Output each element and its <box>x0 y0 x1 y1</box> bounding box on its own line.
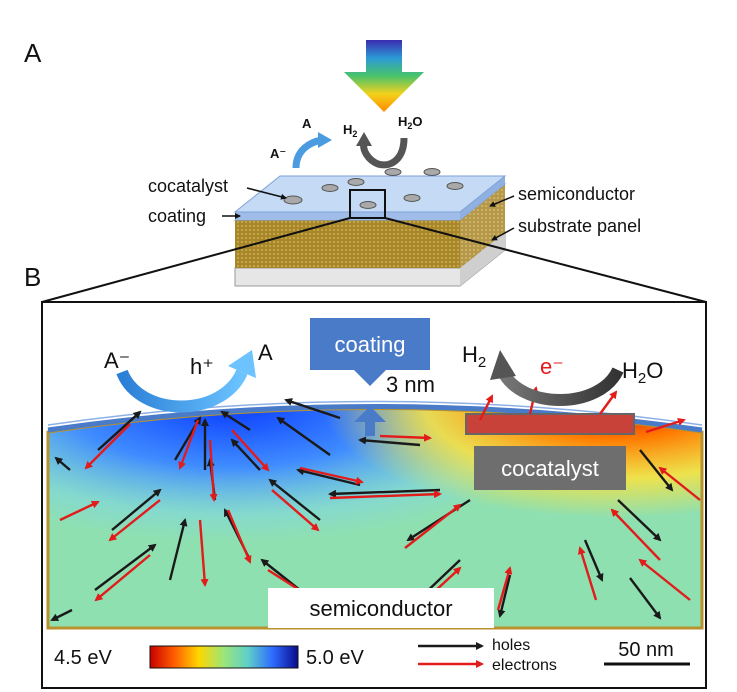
grey-reaction-arc-a <box>360 137 408 169</box>
legend-holes-label: holes <box>492 637 530 654</box>
label-coating-b: coating <box>335 332 406 357</box>
label-cocatalyst-b: cocatalyst <box>501 456 599 481</box>
cocatalyst-disks <box>283 168 464 209</box>
layered-block <box>233 168 507 287</box>
pointer-semiconductor <box>489 195 515 207</box>
thickness-arrow-stem <box>365 420 375 436</box>
colorbar-min-label: 4.5 eV <box>54 647 112 669</box>
zoom-line-left <box>41 217 351 303</box>
legend-electrons-label: electrons <box>492 657 557 674</box>
thickness-arrow-down-icon <box>354 370 386 386</box>
label-a-b: A <box>258 340 273 365</box>
electron-arrows <box>59 386 701 611</box>
label-thickness: 3 nm <box>386 372 435 397</box>
label-a-minus-b: A⁻ <box>104 348 130 373</box>
panel-b-letter: B <box>24 262 41 292</box>
label-substrate-a: substrate panel <box>518 216 641 236</box>
label-cocatalyst-a: cocatalyst <box>148 176 228 196</box>
coating-callout <box>310 318 430 370</box>
reduction-arrowhead-icon <box>490 350 516 380</box>
label-semiconductor-b: semiconductor <box>309 596 452 621</box>
label-h2-b: H2 <box>462 342 486 371</box>
label-h2o-a: H2O <box>398 114 423 131</box>
colorbar-max-label: 5.0 eV <box>306 647 364 669</box>
label-coating-a: coating <box>148 206 206 226</box>
zoom-line-right <box>384 217 707 303</box>
semiconductor-label-box <box>268 588 494 628</box>
label-a-product: A <box>302 116 312 131</box>
zoom-square <box>349 189 386 219</box>
reduction-arc <box>496 366 624 406</box>
oxidation-arc <box>116 369 248 413</box>
label-h2-a: H2 <box>343 122 357 139</box>
coating-side <box>460 176 505 220</box>
label-a-minus: A⁻ <box>270 146 286 161</box>
pointer-cocatalyst <box>246 187 287 200</box>
label-semiconductor-a: semiconductor <box>518 184 635 204</box>
blue-arrowhead-a <box>318 132 332 148</box>
cocatalyst-strip <box>465 413 635 435</box>
colorbar <box>149 645 299 669</box>
semiconductor-layer <box>235 220 460 268</box>
label-e-minus: e⁻ <box>540 354 564 379</box>
oxidation-arrowhead-icon <box>228 350 256 378</box>
thickness-arrow-up-icon <box>354 406 386 422</box>
grey-arrowhead-a <box>356 132 372 146</box>
cocatalyst-label-box <box>474 446 626 490</box>
coating-front <box>235 212 460 220</box>
pointer-substrate <box>491 227 515 241</box>
light-arrow-icon <box>344 40 424 112</box>
label-h2o-b: H2O <box>622 358 663 387</box>
panel-a-letter: A <box>24 38 42 68</box>
label-h-plus: h⁺ <box>190 354 214 379</box>
scale-bar-label: 50 nm <box>618 639 674 661</box>
